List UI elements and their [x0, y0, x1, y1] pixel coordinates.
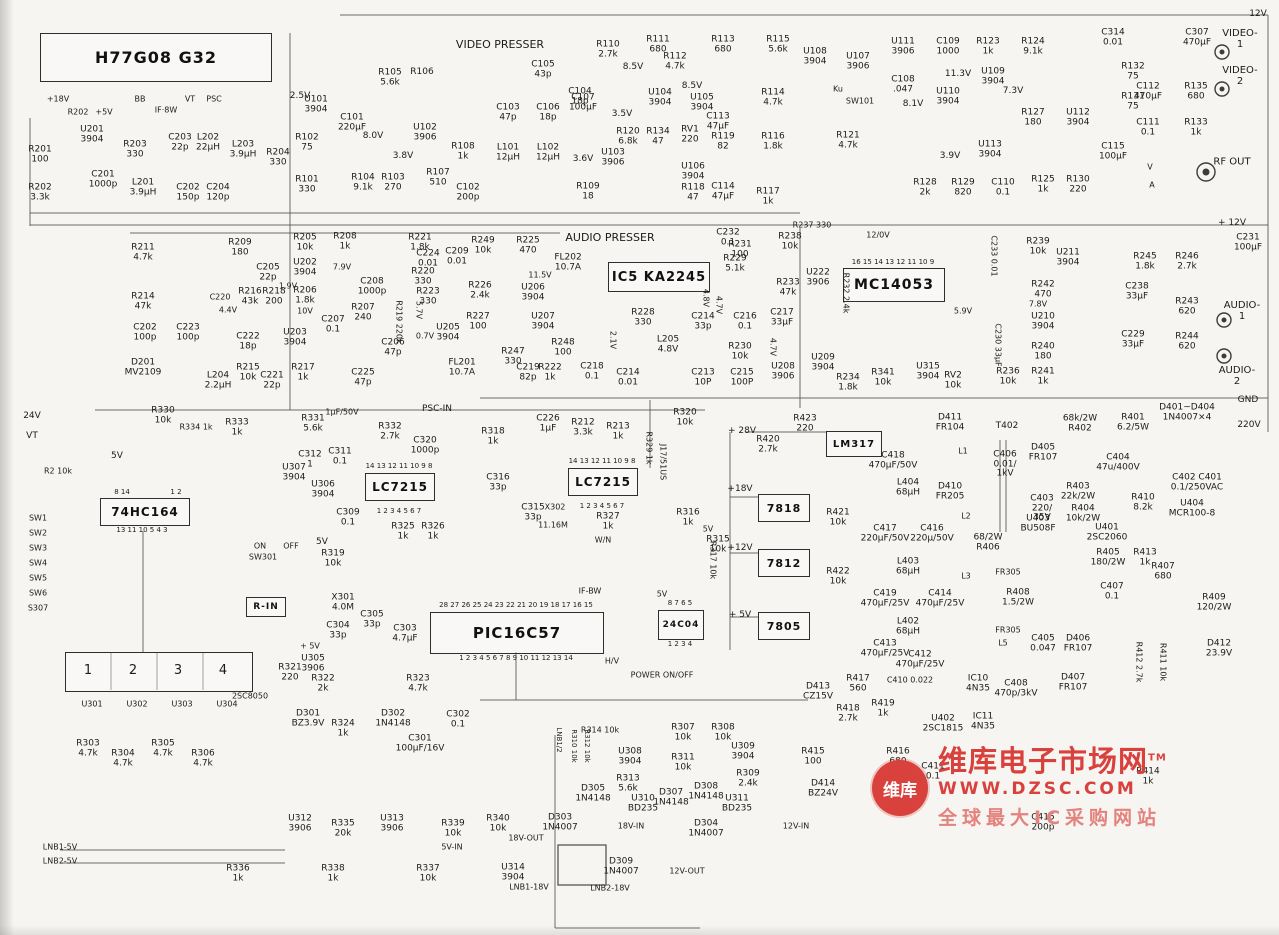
watermark: 维库 维库电子市场网TM WWW.DZSC.COM 全球最大IC采购网站 — [872, 746, 1182, 830]
watermark-url: WWW.DZSC.COM — [938, 779, 1137, 800]
watermark-title: 维库电子市场网TM — [938, 746, 1167, 776]
watermark-title-text: 维库电子市场网 — [938, 744, 1149, 778]
ic-box-74hc164: 74HC164 — [100, 498, 190, 526]
ic-box-lc7215-a: LC7215 — [365, 473, 435, 501]
ic-box-eeprom-24c04: 24C04 — [658, 610, 704, 640]
ic-box-lc7215-b: LC7215 — [568, 468, 638, 496]
ic-box-pic16c57: PIC16C57 — [430, 612, 604, 654]
ic-box-lm317: LM317 — [826, 431, 882, 457]
ic-box-mc14053: MC14053 — [843, 268, 945, 302]
ic-box-reg-7818: 7818 — [758, 494, 810, 522]
ic-box-reg-7805: 7805 — [758, 612, 810, 640]
ic-box-r-in: R-IN — [246, 597, 286, 617]
connector-jacks — [1196, 44, 1232, 364]
watermark-tagline: 全球最大IC采购网站 — [938, 807, 1162, 830]
ic-box-channel-display — [65, 652, 253, 692]
ic-box-reg-7812: 7812 — [758, 549, 810, 577]
watermark-tm: TM — [1148, 752, 1167, 764]
dzsc-logo: 维库 — [872, 760, 928, 816]
ic-box-ka2245: IC5 KA2245 — [608, 262, 710, 292]
ic-box-h77g08: H77G08 G32 — [40, 33, 272, 82]
wires — [29, 14, 1269, 929]
watermark-text: 维库电子市场网TM WWW.DZSC.COM 全球最大IC采购网站 — [938, 746, 1167, 830]
